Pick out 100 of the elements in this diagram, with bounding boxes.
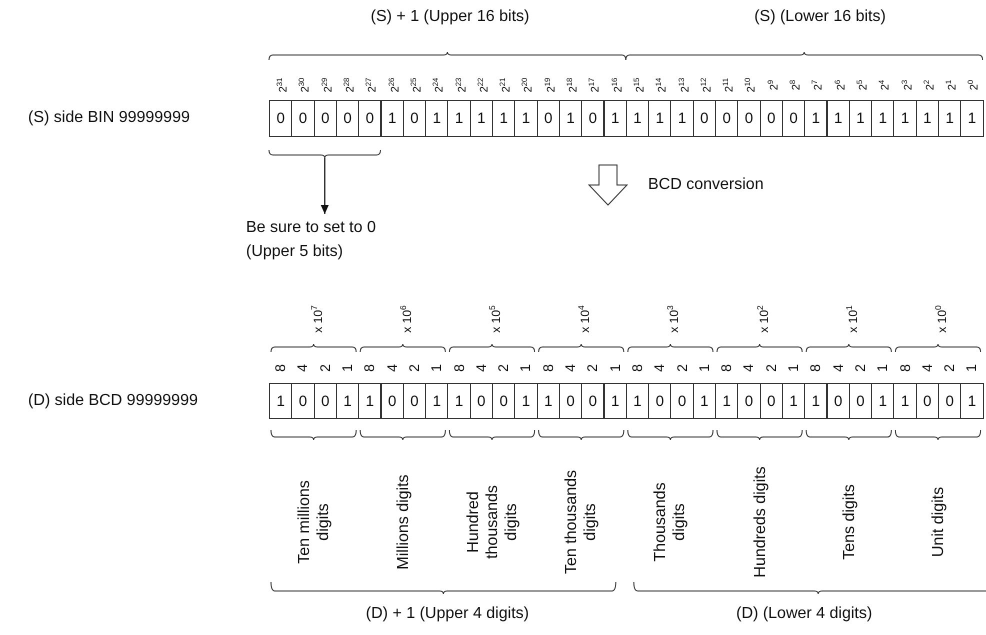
note-text: Be sure to set to 0 (Upper 5 bits) (246, 218, 377, 262)
bit-weight-label: 8 (896, 363, 913, 374)
digit-name-label: Hundred thousands digits (464, 484, 520, 561)
bit-weight-label: 1 (874, 363, 890, 374)
bit-cell: 0 (269, 100, 292, 137)
bit-cell: 1 (893, 100, 917, 137)
bit-cell: 0 (470, 383, 493, 419)
bit-weight-label: 1 (428, 363, 444, 374)
bit-cell: 0 (291, 100, 315, 137)
bit-weight-label: 2 (584, 363, 600, 374)
bit-cell: 1 (871, 383, 894, 419)
bit-cell: 1 (470, 100, 493, 137)
bit-cell: 0 (916, 383, 939, 419)
bit-cell: 1 (514, 100, 538, 137)
conversion-label: BCD conversion (648, 176, 764, 194)
bit-weight-label: 2 (316, 363, 333, 374)
bit-weight-label: 1 (517, 363, 534, 374)
bit-weight-label: 8 (540, 363, 556, 374)
bit-cell: 1 (447, 100, 471, 137)
bit-cell: 1 (826, 100, 850, 137)
bit-cell: 0 (581, 100, 604, 137)
bit-weight-label: 8 (361, 363, 378, 374)
digit-name-label: Ten thousands digits (562, 468, 600, 576)
bit-weight-label: 4 (294, 363, 310, 374)
bit-cell: 0 (760, 100, 783, 137)
bit-cell: 0 (692, 100, 716, 137)
bit-cell: 1 (692, 383, 716, 419)
bit-cell: 1 (626, 383, 650, 419)
bit-cell: 1 (804, 383, 828, 419)
digit-name-label: Thousands digits (651, 481, 690, 564)
bit-cell: 1 (336, 383, 360, 419)
bit-cell: 1 (960, 100, 984, 137)
bit-weight-label: 2 (495, 363, 512, 374)
bit-cell: 0 (938, 383, 962, 419)
bit-weight-label: 4 (830, 363, 846, 374)
bit-cell: 1 (380, 100, 404, 137)
bit-cell: 0 (314, 100, 337, 137)
bit-cell: 1 (648, 100, 672, 137)
bit-cell: 1 (536, 383, 560, 419)
bit-weight-label: 1 (785, 363, 802, 374)
bit-weight-label: 2 (941, 363, 958, 374)
bit-cell: 1 (871, 100, 894, 137)
digit-name-label: Unit digits (928, 486, 948, 560)
digit-name-label: Ten millions digits (294, 479, 333, 566)
bit-cell: 0 (581, 383, 604, 419)
bit-cell: 0 (558, 383, 582, 419)
bit-cell: 0 (358, 100, 382, 137)
bit-cell: 1 (425, 383, 448, 419)
bit-cell: 1 (358, 383, 382, 419)
bit-cell: 0 (737, 383, 761, 419)
bit-weight-label: 8 (807, 363, 824, 374)
bit-cell: 0 (715, 100, 738, 137)
bit-cell: 0 (782, 100, 806, 137)
leader-arrow (320, 158, 329, 214)
register-label: (S) side BIN 99999999 (28, 109, 190, 127)
bit-cell: 1 (848, 100, 872, 137)
bit-cell: 1 (782, 383, 806, 419)
bit-weight-label: 1 (339, 363, 356, 374)
bit-cell: 1 (893, 383, 917, 419)
brace-label: (S) + 1 (Upper 16 bits) (370, 8, 530, 26)
bit-cell: 0 (402, 383, 426, 419)
bit-weight-label: 8 (450, 363, 467, 374)
bit-cell: 1 (558, 100, 582, 137)
bit-cell: 0 (737, 100, 761, 137)
bit-cell: 0 (291, 383, 315, 419)
bit-cell: 1 (269, 383, 292, 419)
bit-weight-label: 4 (740, 363, 756, 374)
brace-label: (D) (Lower 4 digits) (735, 605, 874, 623)
bit-weight-label: 2 (762, 363, 779, 374)
brace-label: (D) + 1 (Upper 4 digits) (364, 605, 530, 623)
digit-name-label: Tens digits (839, 483, 858, 562)
bit-cell: 1 (604, 383, 627, 419)
bit-weight-label: 1 (606, 363, 623, 374)
digit-name-label: Hundreds digits (750, 466, 770, 578)
bit-cell: 0 (826, 383, 850, 419)
bit-weight-label: 2 (852, 363, 868, 374)
brace-label: (S) (Lower 16 bits) (753, 8, 887, 26)
bit-cell: 1 (447, 383, 471, 419)
bit-cell: 1 (604, 100, 627, 137)
bit-cell: 0 (402, 100, 426, 137)
bit-weight-label: 4 (651, 363, 668, 374)
bit-weight-label: 8 (272, 363, 288, 374)
bit-cell: 1 (938, 100, 962, 137)
bit-weight-label: 8 (628, 363, 645, 374)
bit-weight-label: 4 (918, 363, 935, 374)
bit-cell: 0 (536, 100, 560, 137)
bit-cell: 0 (336, 100, 360, 137)
bit-cell: 1 (626, 100, 650, 137)
bit-weight-label: 1 (696, 363, 712, 374)
register-label: (D) side BCD 99999999 (28, 392, 198, 410)
bit-cell: 1 (960, 383, 984, 419)
bit-weight-label: 2 (674, 363, 690, 374)
bit-cell: 0 (380, 383, 404, 419)
bit-cell: 0 (314, 383, 337, 419)
bit-weight-label: 4 (384, 363, 400, 374)
bit-cell: 1 (514, 383, 538, 419)
bit-weight-label: 4 (472, 363, 489, 374)
bit-cell: 0 (648, 383, 672, 419)
bit-cell: 1 (916, 100, 939, 137)
bit-weight-label: 1 (963, 363, 980, 374)
